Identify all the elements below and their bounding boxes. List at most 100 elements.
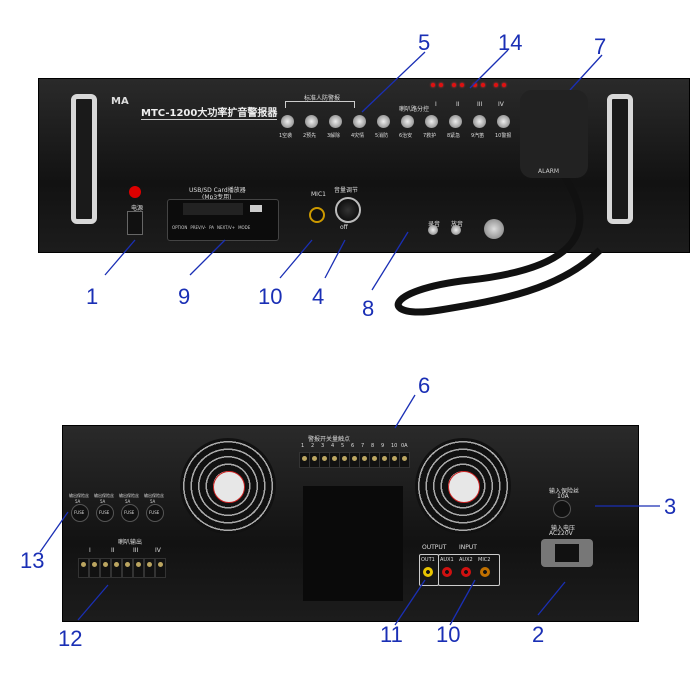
zone-led [473,83,477,87]
alarm-button[interactable] [305,115,318,128]
usb-port[interactable] [250,205,262,212]
input-label: INPUT [459,544,477,551]
alarm-button[interactable] [473,115,486,128]
fuse-holder[interactable]: FUSE [71,504,89,522]
contact-number: 2 [311,443,315,449]
model-title: MTC-1200大功率扩音警报器 [141,104,278,120]
volume-off-label: off [340,224,348,231]
speaker-terminal[interactable] [100,558,111,578]
zone-label-item: I [435,101,437,108]
fuse-holder[interactable]: FUSE [121,504,139,522]
fuse-text: FUSE [124,510,135,515]
speaker-terminal[interactable] [133,558,144,578]
fuse-text: FUSE [149,510,160,515]
callout-3: 3 [664,494,677,519]
player-label: USB/SD Card播放器 [189,187,246,194]
player-key[interactable]: MODE [238,225,251,230]
alarm-button[interactable] [281,115,294,128]
callout-14: 14 [498,30,523,55]
player-key[interactable]: PA [209,225,214,230]
alarm-contact-label: 警报开关量触点 [308,436,351,443]
fuse-label: 输出保险丝 [94,493,114,498]
record-button[interactable] [428,225,438,235]
callout-7: 7 [594,34,607,59]
contact-number: 1 [301,443,305,449]
fuse-label: 输出保险丝 [144,493,164,498]
speaker-zone-label: IV [155,547,161,554]
callout-5: 5 [418,30,431,55]
alarm-button[interactable] [425,115,438,128]
callout-10-rear: 10 [436,622,461,647]
contact-number: 6 [351,443,355,449]
alarm-button[interactable] [329,115,342,128]
power-switch[interactable] [127,211,143,235]
contact-number: 4 [331,443,335,449]
alarm-button[interactable] [377,115,390,128]
play-button[interactable] [451,225,461,235]
speaker-terminal[interactable] [155,558,166,578]
play-label: 放音 [451,219,463,228]
callout-6: 6 [418,373,431,398]
callout-1: 1 [86,284,99,309]
voltage-value: AC220V [549,530,573,537]
contact-number: 7 [361,443,365,449]
player-sublabel: (Mp3专用) [202,194,232,201]
zone-led [481,83,485,87]
callout-8: 8 [362,296,375,321]
alarm-button-label: 8紧急 [447,133,461,139]
zone-led [502,83,506,87]
player-key[interactable]: PREV/V- [190,225,207,230]
volume-knob[interactable] [335,197,361,223]
ac-power-inlet[interactable] [541,539,593,567]
contact-number: 8 [371,443,375,449]
contact-number: 10 [391,443,398,449]
volume-label: 音量调节 [334,187,359,194]
contact-number: 5 [341,443,345,449]
player-key[interactable]: OPTION [172,225,188,230]
rear-vent-plate [303,486,403,601]
mic-connector [484,219,504,239]
jack-label: AUX1 [440,557,454,563]
fuse-holder[interactable]: FUSE [96,504,114,522]
input-fuse-holder[interactable] [553,500,571,518]
jack-out1[interactable] [423,567,433,577]
fuse-rating: 5A [150,499,156,504]
alarm-button[interactable] [401,115,414,128]
speaker-terminal[interactable] [122,558,133,578]
fuse-text: FUSE [99,510,110,515]
player-display [183,203,243,215]
speaker-zone-label: II [111,547,115,554]
fuse-rating: 5A [100,499,106,504]
zone-led [431,83,435,87]
mic-cord [394,167,603,316]
player-key[interactable]: NEXT/V+ [216,225,236,230]
mic1-jack[interactable] [309,207,325,223]
speaker-terminal[interactable] [111,558,122,578]
right-fan [415,438,511,534]
fuse-rating: 5A [125,499,131,504]
alarm-button[interactable] [497,115,510,128]
zone-led [460,83,464,87]
callout-11: 11 [380,622,403,647]
speaker-terminal[interactable] [78,558,89,578]
input-box [438,554,500,586]
speaker-terminal[interactable] [144,558,155,578]
power-indicator-light [129,186,141,198]
alarm-button[interactable] [353,115,366,128]
jack-aux2[interactable] [461,567,471,577]
alarm-button-label: 2预先 [303,133,317,139]
callout-12: 12 [58,626,83,651]
speaker-output-label: 喇叭输出 [118,539,143,546]
contact-number: 3 [321,443,325,449]
zone-led [494,83,498,87]
alarm-button[interactable] [449,115,462,128]
fuse-holder[interactable]: FUSE [146,504,164,522]
jack-label: AUX2 [459,557,473,563]
mic1-label: MIC1 [311,191,326,198]
speaker-terminal[interactable] [89,558,100,578]
jack-mic2[interactable] [480,567,490,577]
alarm-button-label: 9汽笛 [471,133,485,139]
jack-aux1[interactable] [442,567,452,577]
